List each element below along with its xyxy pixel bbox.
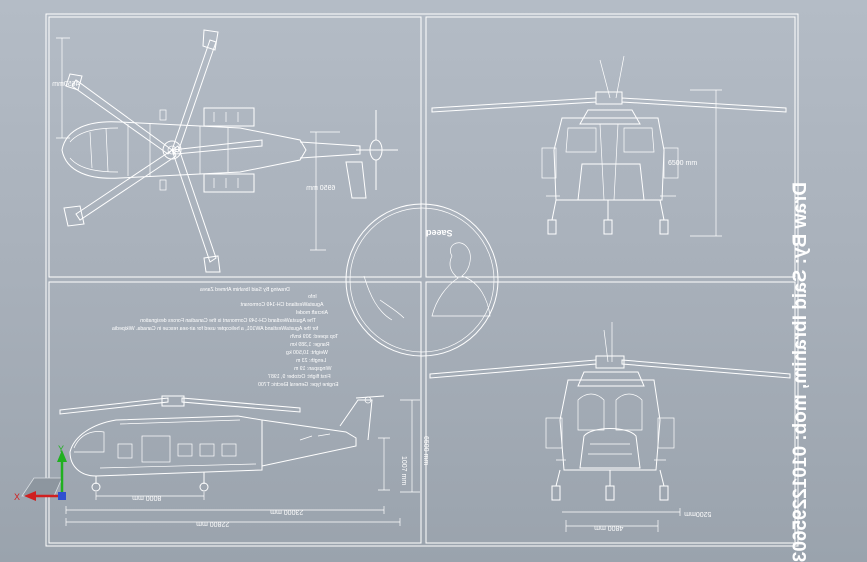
main-rotor-blades xyxy=(63,29,263,273)
axis-x-label: X xyxy=(14,492,20,502)
dim-gear-height: 1007 mm xyxy=(400,456,407,485)
note-line: The AgustaWestland CH-149 Cormorant is t… xyxy=(140,318,316,324)
pilot-badge: Saeed xyxy=(345,203,499,357)
dim-rotor-radius: 4650mm xyxy=(52,81,79,88)
axis-triad: Y X xyxy=(14,444,67,502)
note-line: Drawing By Said Ibrahim Ahmed Zarea xyxy=(200,287,290,293)
rear-view: 4800 mm 5200mm xyxy=(429,322,791,532)
side-fuselage xyxy=(69,395,385,492)
sheet-frame xyxy=(45,13,799,547)
rear-dimensions xyxy=(562,508,681,532)
note-line: Aircraft model xyxy=(296,310,328,316)
note-line: Wingspan: 19 m xyxy=(294,366,331,372)
note-line: Top speed: 309 km/h xyxy=(290,334,338,340)
front-fuselage xyxy=(541,109,679,235)
side-view: 8000 mm 23000 mm 22800 mm 6500 mm 1007 m… xyxy=(59,395,429,527)
note-line: Weight: 10,500 kg xyxy=(286,350,328,356)
front-rotor xyxy=(431,55,787,113)
badge-name: Saeed xyxy=(426,228,453,238)
note-line: AgustaWestland CH-149 Cormorant xyxy=(240,302,324,308)
dim-overall-length: 22800 mm xyxy=(196,520,229,527)
tail-top xyxy=(299,110,398,199)
rear-fuselage xyxy=(545,371,675,501)
note-line: Length: 23 m xyxy=(296,358,326,364)
note-line: Engine type: General Electric T700 xyxy=(258,382,338,388)
notes-block: Drawing By Said Ibrahim Ahmed Zarea Info… xyxy=(112,287,338,388)
top-dimensions xyxy=(56,37,340,251)
side-dimensions xyxy=(65,399,420,526)
dim-fuselage-length: 23000 mm xyxy=(270,508,303,515)
note-line: Info xyxy=(308,294,317,300)
note-line: for the AgustaWestland AW101, a helicopt… xyxy=(112,326,318,332)
side-rotor xyxy=(59,395,301,415)
dim-rear-width: 5200mm xyxy=(684,510,711,517)
rear-rotor xyxy=(429,322,791,379)
top-view: 4650mm 6950 mm xyxy=(52,29,398,273)
dim-wheelbase: 8000 mm xyxy=(132,494,161,501)
note-line: First flight: October 9, 1987 xyxy=(268,374,331,380)
fuselage-top xyxy=(61,107,307,193)
note-line: Range: 1,389 km xyxy=(290,342,330,348)
author-watermark: Draw By: Said Ibrahim, mob: 01012295603 xyxy=(790,182,811,562)
front-dimensions xyxy=(690,89,722,237)
front-view: 6500 mm xyxy=(431,55,787,237)
dim-tail-length: 6950 mm xyxy=(306,185,335,192)
axis-y-label: Y xyxy=(58,444,64,454)
dim-rear-track: 4800 mm xyxy=(594,524,623,531)
dim-front-height: 6500 mm xyxy=(668,160,697,167)
dim-side-height: 6500 mm xyxy=(422,436,429,465)
